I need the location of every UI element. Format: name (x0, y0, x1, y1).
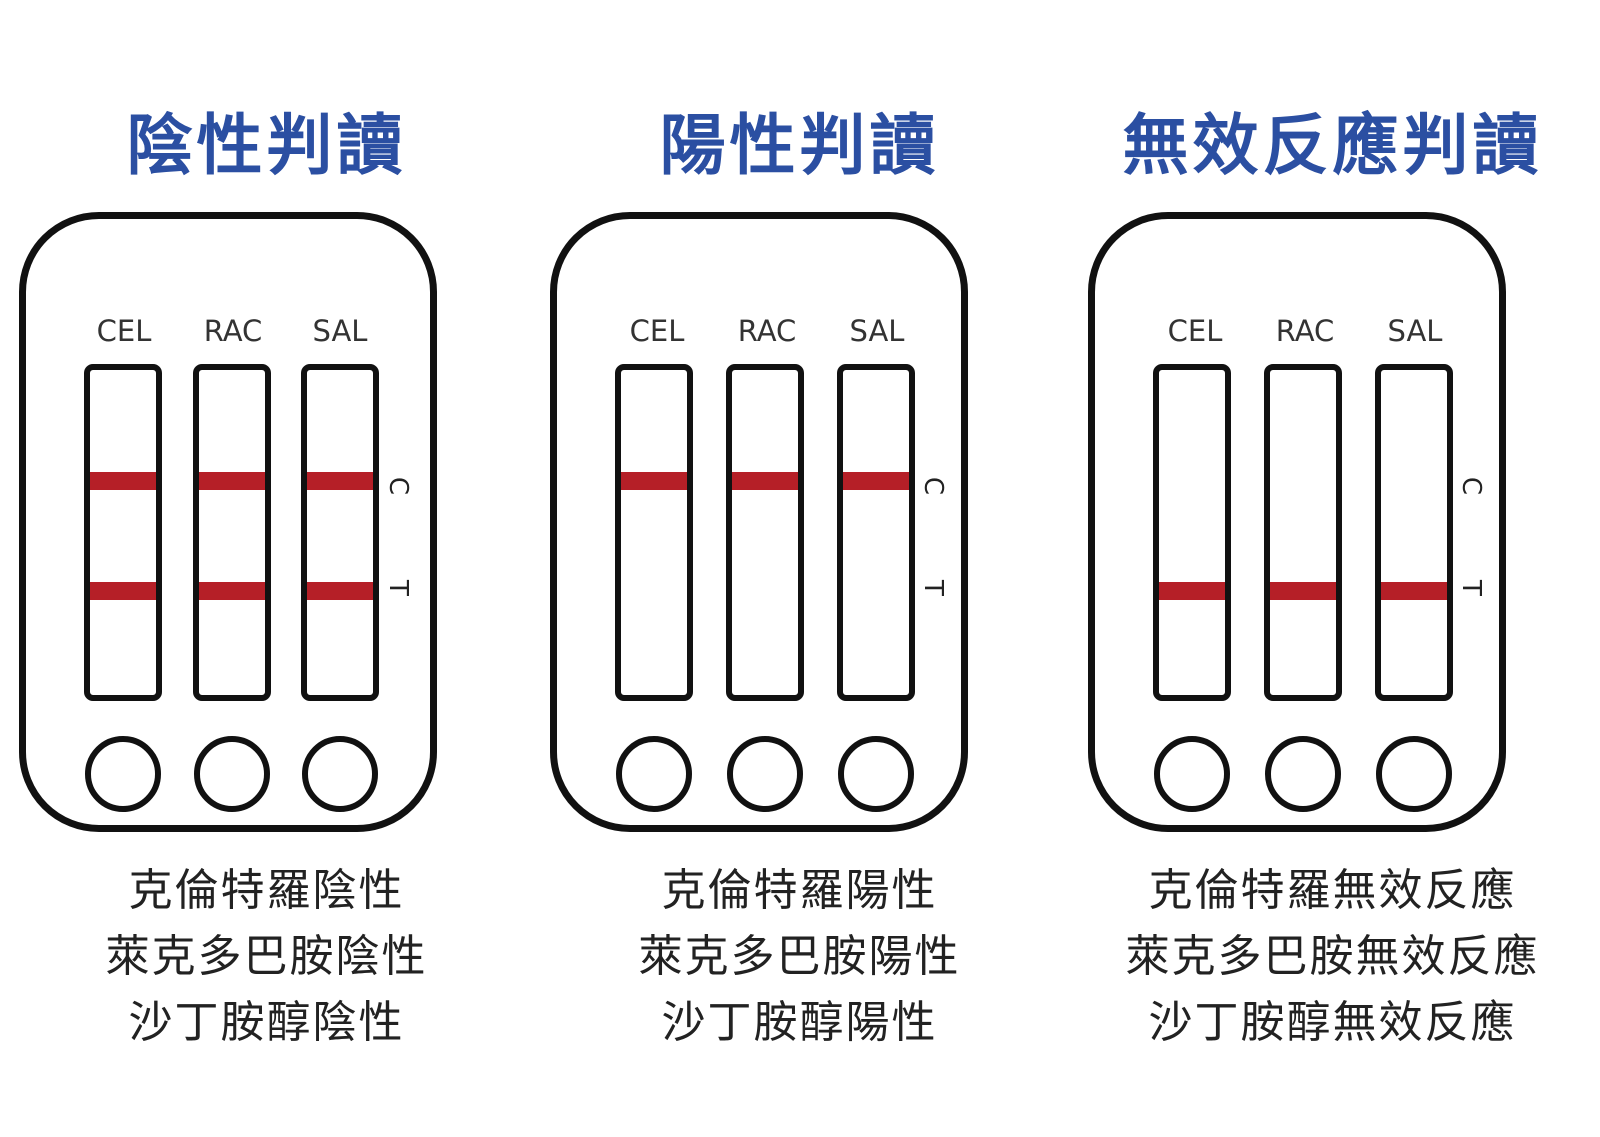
test-strip-sal (301, 364, 379, 701)
test-cassette: CEL RAC SAL C T (19, 212, 437, 832)
result-line-sal: 沙丁胺醇陰性 (128, 997, 405, 1048)
sample-well-sal (838, 736, 914, 812)
test-strip-cel (84, 364, 162, 701)
result-line-cel: 克倫特羅陽性 (661, 865, 938, 916)
test-cassette: CEL RAC SAL C T (1088, 212, 1506, 832)
panel-title: 無效反應判讀 (1122, 107, 1543, 184)
strip-label-rac: RAC (1275, 314, 1335, 348)
sample-well-cel (1154, 736, 1230, 812)
panel-invalid: 無效反應判讀 CEL RAC SAL C T 克倫特羅無效反應 萊克多巴胺無效反… (1066, 0, 1599, 1137)
test-band (1270, 582, 1336, 600)
control-band (199, 472, 265, 490)
strip-label-rac: RAC (203, 314, 263, 348)
result-line-rac: 萊克多巴胺陰性 (105, 931, 428, 982)
strip-label-sal: SAL (1387, 314, 1443, 348)
result-text: 克倫特羅無效反應 萊克多巴胺無效反應 沙丁胺醇無效反應 (1066, 858, 1599, 1056)
panel-title: 陰性判讀 (126, 107, 407, 184)
panel-negative: 陰性判讀 CEL RAC SAL C T 克倫特羅陰性 萊克多巴胺陰性 沙丁胺醇… (0, 0, 533, 1137)
panel-title: 陽性判讀 (659, 107, 940, 184)
result-text: 克倫特羅陰性 萊克多巴胺陰性 沙丁胺醇陰性 (0, 858, 533, 1056)
test-strip-sal (1375, 364, 1453, 701)
test-band (1159, 582, 1225, 600)
strip-label-rac: RAC (737, 314, 797, 348)
test-band (90, 582, 156, 600)
strip-label-sal: SAL (312, 314, 368, 348)
strip-label-cel: CEL (629, 314, 685, 348)
panel-positive: 陽性判讀 CEL RAC SAL C T 克倫特羅陽性 萊克多巴胺陽性 沙丁胺醇… (533, 0, 1066, 1137)
control-band (732, 472, 798, 490)
result-line-cel: 克倫特羅無效反應 (1148, 865, 1517, 916)
test-strip-cel (1153, 364, 1231, 701)
test-line-marker: T (1456, 580, 1486, 596)
sample-well-cel (616, 736, 692, 812)
strip-label-sal: SAL (849, 314, 905, 348)
test-cassette: CEL RAC SAL C T (550, 212, 968, 832)
result-line-cel: 克倫特羅陰性 (128, 865, 405, 916)
sample-well-cel (85, 736, 161, 812)
control-band (843, 472, 909, 490)
sample-well-sal (302, 736, 378, 812)
result-line-sal: 沙丁胺醇無效反應 (1148, 997, 1517, 1048)
test-strip-cel (615, 364, 693, 701)
result-text: 克倫特羅陽性 萊克多巴胺陽性 沙丁胺醇陽性 (533, 858, 1066, 1056)
sample-well-rac (194, 736, 270, 812)
test-strip-rac (1264, 364, 1342, 701)
test-strip-rac (726, 364, 804, 701)
test-band (1381, 582, 1447, 600)
test-line-marker: T (918, 580, 948, 596)
sample-well-sal (1376, 736, 1452, 812)
result-line-rac: 萊克多巴胺無效反應 (1125, 931, 1540, 982)
strip-label-cel: CEL (96, 314, 152, 348)
control-line-marker: C (1456, 476, 1486, 496)
test-line-marker: T (383, 580, 413, 596)
test-band (199, 582, 265, 600)
sample-well-rac (1265, 736, 1341, 812)
control-band (307, 472, 373, 490)
result-line-rac: 萊克多巴胺陽性 (638, 931, 961, 982)
test-strip-rac (193, 364, 271, 701)
test-strip-sal (837, 364, 915, 701)
control-band (90, 472, 156, 490)
test-band (307, 582, 373, 600)
sample-well-rac (727, 736, 803, 812)
strip-label-cel: CEL (1167, 314, 1223, 348)
control-line-marker: C (383, 476, 413, 496)
control-line-marker: C (918, 476, 948, 496)
control-band (621, 472, 687, 490)
result-line-sal: 沙丁胺醇陽性 (661, 997, 938, 1048)
